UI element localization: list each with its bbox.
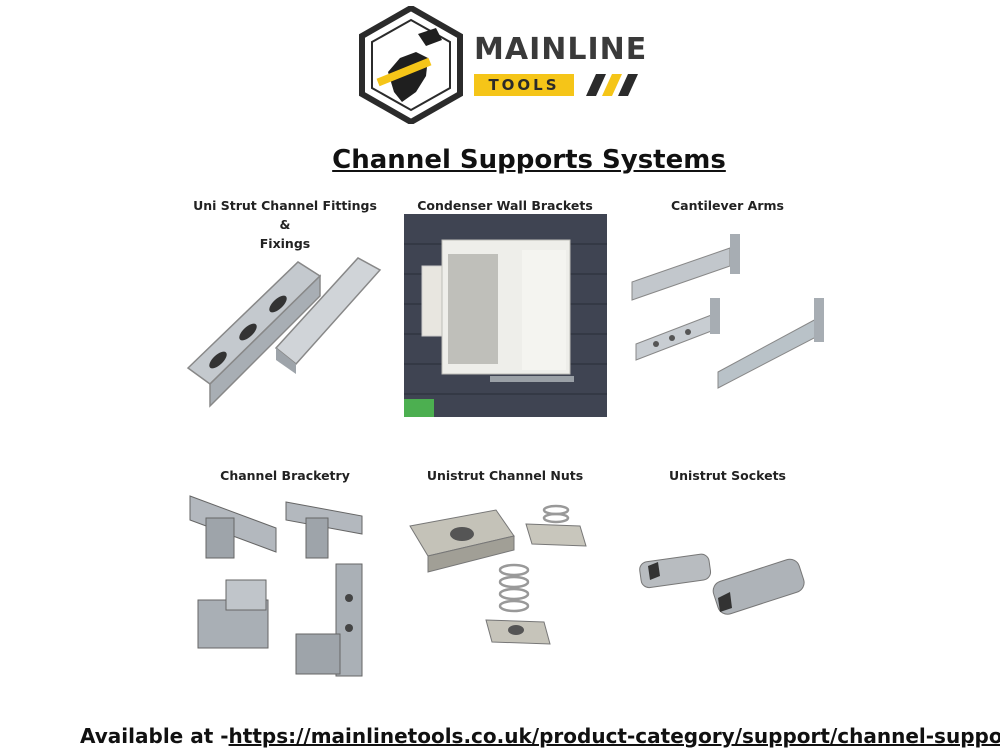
product-caption: Unistrut Channel Nuts (426, 468, 584, 483)
channel-nut-icon[interactable] (404, 496, 604, 666)
product-caption: Channel Bracketry (220, 468, 350, 483)
product-caption: Unistrut Sockets (668, 468, 786, 483)
page-title: Channel Supports Systems (332, 145, 726, 175)
product-category-link[interactable]: https://mainlinetools.co.uk/product-cate… (228, 724, 1000, 748)
footer-availability: Available at -https://mainlinetools.co.u… (80, 724, 1000, 748)
product-caption: Cantilever Arms (671, 198, 784, 213)
brand-logo[interactable]: MAINLINE TOOLS (356, 4, 648, 126)
footer-prefix: Available at - (80, 724, 229, 748)
socket-icon[interactable] (634, 540, 814, 630)
hammer-fist-icon (359, 4, 463, 126)
hazard-stripes-icon (586, 74, 638, 96)
brand-name: MAINLINE (474, 32, 648, 67)
unistrut-channel-icon[interactable] (180, 248, 385, 428)
cantilever-arm-icon[interactable] (630, 232, 830, 392)
product-caption: Condenser Wall Brackets (417, 198, 593, 213)
product-caption: Uni Strut Channel Fittings &Fixings (193, 198, 377, 251)
brand-subname: TOOLS (474, 74, 574, 96)
condenser-bracket-photo[interactable] (404, 214, 607, 417)
channel-bracket-icon[interactable] (186, 488, 376, 683)
